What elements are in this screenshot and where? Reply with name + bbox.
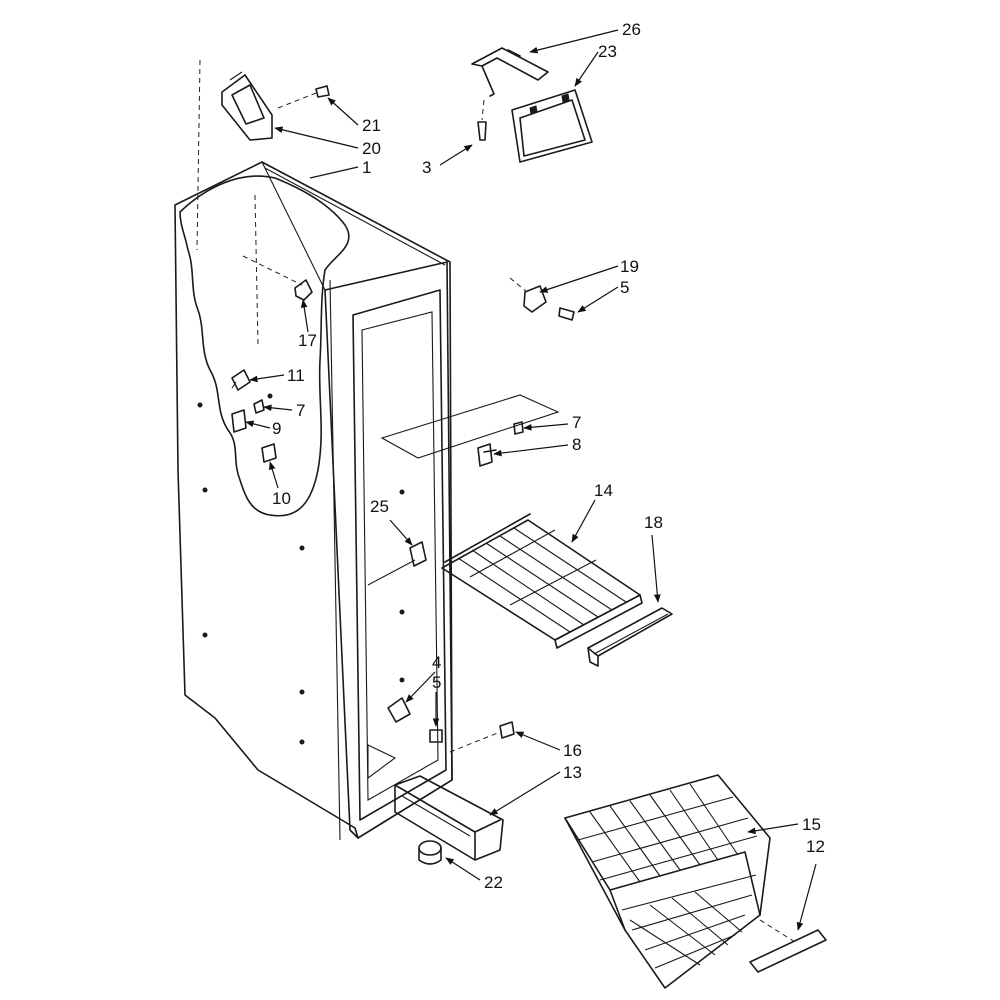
callout-13: 13 (563, 763, 582, 782)
screw-part-21 (277, 85, 330, 109)
callout-5-upper: 5 (620, 278, 629, 297)
callout-7-right: 7 (572, 413, 581, 432)
screw-part-16 (449, 721, 515, 753)
callout-labels: 26 23 21 20 1 3 19 5 17 11 7 9 10 7 8 14… (272, 20, 825, 892)
callout-12: 12 (806, 837, 825, 856)
trim-part-13 (394, 775, 504, 861)
callout-3: 3 (422, 158, 431, 177)
screw-part-5-upper (558, 307, 575, 321)
callout-11: 11 (287, 366, 305, 385)
callout-7-left: 7 (296, 401, 305, 420)
callout-21: 21 (362, 116, 381, 135)
callout-8: 8 (572, 435, 581, 454)
callout-23: 23 (598, 42, 617, 61)
bracket-part-17 (294, 279, 313, 301)
callout-10: 10 (272, 489, 291, 508)
screw-part-3 (477, 99, 487, 141)
foot-part-22 (418, 840, 442, 865)
freezer-liner-cabinet (174, 161, 453, 841)
callout-16: 16 (563, 741, 582, 760)
hinge-part-11 (231, 369, 251, 391)
pin-part-7-right (513, 421, 524, 435)
callout-20: 20 (362, 139, 381, 158)
callout-5-lower: 5 (432, 673, 441, 692)
pin-part-7-left (253, 399, 265, 414)
callout-25: 25 (370, 497, 389, 516)
leader-lines (245, 29, 817, 931)
callout-1: 1 (362, 158, 371, 177)
support-part-9 (231, 409, 247, 433)
callout-26: 26 (622, 20, 641, 39)
clip-part-19 (509, 277, 547, 313)
top-bracket-part-20 (221, 71, 273, 141)
shelf-support-panel (380, 394, 560, 459)
shelf-trim-part-18 (587, 607, 673, 667)
light-bracket-part-26 (471, 47, 549, 97)
bracket-part-4 (387, 697, 411, 723)
light-shield-part-23 (511, 89, 593, 163)
screw-part-5-lower (429, 729, 443, 743)
wire-shelf-part-14 (441, 513, 643, 649)
callout-14: 14 (594, 481, 613, 500)
callout-15: 15 (802, 815, 821, 834)
screw-part-10 (261, 443, 277, 463)
wire-basket-part-15 (564, 774, 771, 989)
callout-22: 22 (484, 873, 503, 892)
clip-part-25 (409, 541, 427, 567)
callout-4: 4 (432, 653, 441, 672)
callout-18: 18 (644, 513, 663, 532)
callout-17: 17 (298, 331, 317, 350)
callout-9: 9 (272, 419, 281, 438)
support-part-8 (477, 443, 497, 467)
basket-trim-part-12 (749, 919, 827, 973)
callout-19: 19 (620, 257, 639, 276)
